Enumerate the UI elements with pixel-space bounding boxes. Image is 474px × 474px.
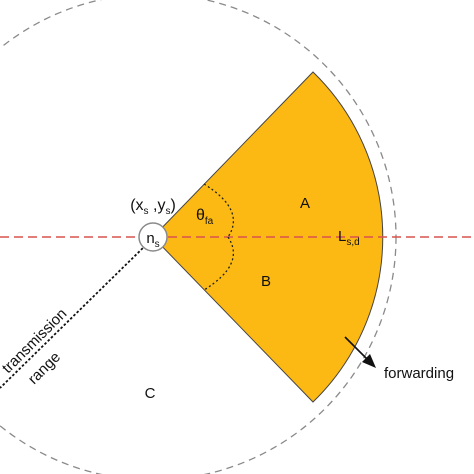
region-c-label: C (145, 385, 156, 402)
forwarding-arrow-head (362, 354, 376, 368)
transmission-radius-line (0, 244, 147, 389)
angle-label: θfa (196, 207, 214, 227)
node-coordinates: (xs ,ys) (130, 197, 176, 217)
forwarding-label: forwarding (384, 365, 454, 382)
region-b-label: B (261, 273, 271, 290)
node-label: ns (146, 230, 159, 250)
angle-arc-lower (203, 236, 234, 291)
distance-line-label: Ls,d (338, 228, 360, 248)
forwarding-arrow (344, 336, 369, 361)
source-node (138, 222, 168, 252)
region-a-label: A (300, 195, 310, 212)
